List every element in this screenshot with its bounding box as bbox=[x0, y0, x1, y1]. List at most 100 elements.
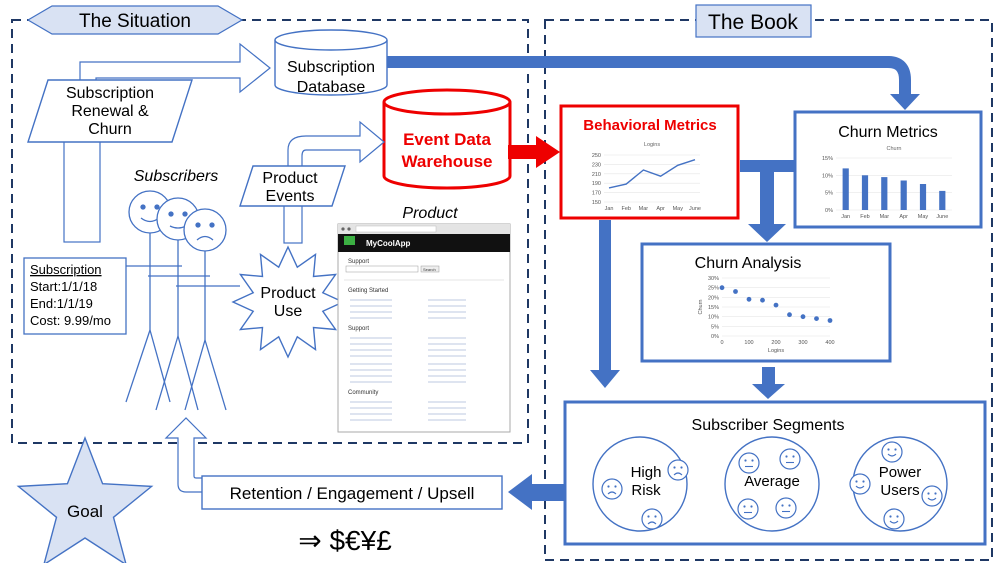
situation-region bbox=[11, 19, 529, 444]
churn-bar bbox=[919, 184, 927, 210]
scatter-y-tick: 25% bbox=[708, 286, 719, 292]
db-label-2: Database bbox=[297, 79, 366, 96]
behavioral-metrics-title: Behavioral Metrics bbox=[583, 117, 716, 134]
situation-title-banner: The Situation bbox=[26, 5, 244, 35]
scatter-y-label: Churn bbox=[698, 300, 704, 315]
db-label-1: Subscription bbox=[287, 59, 375, 76]
segment-label: Power bbox=[879, 464, 922, 481]
logins-x-tick: Apr bbox=[656, 206, 665, 212]
logins-y-tick: 250 bbox=[592, 153, 601, 159]
renewal-churn-box: Subscription Renewal & Churn bbox=[27, 79, 193, 143]
happy-face-icon bbox=[921, 485, 943, 507]
churn-bar bbox=[861, 175, 869, 210]
metrics-to-analysis-arrows bbox=[590, 160, 796, 399]
churn-chart-title: Churn bbox=[887, 146, 902, 152]
logins-y-tick: 210 bbox=[592, 172, 601, 178]
logins-x-tick: Jan bbox=[605, 206, 614, 212]
logins-x-tick: June bbox=[689, 206, 701, 212]
scatter-y-tick: 20% bbox=[708, 295, 719, 301]
events-line-1: Product bbox=[262, 170, 318, 187]
goal-text: Goal bbox=[67, 502, 103, 521]
book-title: The Book bbox=[708, 11, 798, 34]
event-data-warehouse: Event Data Warehouse bbox=[382, 88, 512, 190]
happy-face-icon bbox=[883, 508, 905, 530]
goal-star: Goal bbox=[16, 436, 154, 563]
churn-x-tick: Mar bbox=[880, 214, 890, 220]
scatter-point bbox=[760, 297, 765, 303]
logins-y-tick: 170 bbox=[592, 191, 601, 197]
logins-y-tick: 150 bbox=[592, 200, 601, 206]
neutral-face-icon bbox=[737, 498, 759, 520]
scatter-y-tick: 15% bbox=[708, 305, 719, 311]
product-app-screenshot: MyCoolApp Support Search Getting Started… bbox=[337, 223, 511, 433]
app-support-section: Support bbox=[348, 326, 369, 332]
retention-box: Retention / Engagement / Upsell bbox=[201, 475, 503, 510]
logins-series-line bbox=[608, 159, 696, 189]
retention-to-subscribers-arrow bbox=[164, 417, 208, 493]
scatter-x-tick: 100 bbox=[744, 340, 753, 346]
logins-y-tick: 230 bbox=[592, 162, 601, 168]
scatter-point bbox=[800, 314, 806, 320]
segment-label: High bbox=[631, 464, 662, 481]
scatter-y-tick: 5% bbox=[711, 324, 719, 330]
subscription-card: Subscription Start:1/1/18 End:1/1/19 Cos… bbox=[23, 257, 127, 335]
logins-chart-title: Logins bbox=[644, 142, 660, 148]
churn-y-tick: 10% bbox=[822, 173, 833, 179]
warehouse-to-behavioral-arrow bbox=[508, 136, 560, 168]
product-use-line-2: Use bbox=[274, 303, 303, 320]
sad-face-icon bbox=[667, 459, 689, 481]
scatter-point bbox=[773, 302, 779, 308]
sad-face-icon bbox=[641, 508, 663, 530]
scatter-x-tick: 400 bbox=[825, 340, 834, 346]
scatter-point bbox=[719, 285, 725, 291]
churn-bar bbox=[881, 177, 888, 210]
churn-y-tick: 15% bbox=[822, 156, 833, 162]
churn-x-tick: May bbox=[918, 214, 929, 220]
app-support-heading: Support bbox=[348, 259, 369, 265]
segment-label: Users bbox=[880, 482, 919, 499]
subscriber-sad-face bbox=[176, 208, 240, 411]
neutral-face-icon bbox=[775, 497, 797, 519]
app-community: Community bbox=[348, 390, 378, 396]
neutral-face-icon bbox=[738, 452, 760, 474]
card-start: Start:1/1/18 bbox=[30, 279, 97, 294]
scatter-x-tick: 200 bbox=[771, 340, 780, 346]
logins-x-tick: May bbox=[673, 206, 684, 212]
currency-symbols: ⇒ $€¥£ bbox=[298, 525, 392, 556]
churn-x-tick: Feb bbox=[860, 214, 869, 220]
renewal-line-2: Renewal & bbox=[71, 103, 149, 120]
renewal-line-1: Subscription bbox=[66, 85, 154, 102]
segment-label: Average bbox=[744, 473, 800, 490]
renewal-line-3: Churn bbox=[88, 121, 132, 138]
product-events-box: Product Events bbox=[239, 165, 346, 207]
neutral-face-icon bbox=[779, 448, 801, 470]
logins-x-tick: Feb bbox=[621, 206, 630, 212]
churn-metrics-title: Churn Metrics bbox=[838, 124, 938, 141]
subscribers-label: Subscribers bbox=[134, 168, 218, 185]
card-cost: Cost: 9.99/mo bbox=[30, 313, 111, 328]
segments-to-retention-arrow bbox=[508, 474, 566, 510]
scatter-x-tick: 300 bbox=[798, 340, 807, 346]
segment-average: Average bbox=[724, 436, 820, 532]
churn-x-tick: June bbox=[936, 214, 948, 220]
logins-x-tick: Mar bbox=[639, 206, 649, 212]
retention-text: Retention / Engagement / Upsell bbox=[230, 484, 475, 503]
segment-circle bbox=[592, 436, 688, 532]
churn-bar bbox=[939, 190, 946, 210]
segment-label: Risk bbox=[631, 482, 661, 499]
churn-y-tick: 5% bbox=[825, 191, 833, 197]
scatter-point bbox=[746, 296, 752, 302]
renewal-to-db-arrow bbox=[79, 42, 271, 98]
app-getting-started: Getting Started bbox=[348, 288, 388, 294]
churn-bar bbox=[842, 168, 849, 210]
db-to-churn-metrics-arrowhead bbox=[890, 94, 920, 110]
sad-face-icon bbox=[601, 478, 623, 500]
events-stem bbox=[283, 204, 303, 244]
